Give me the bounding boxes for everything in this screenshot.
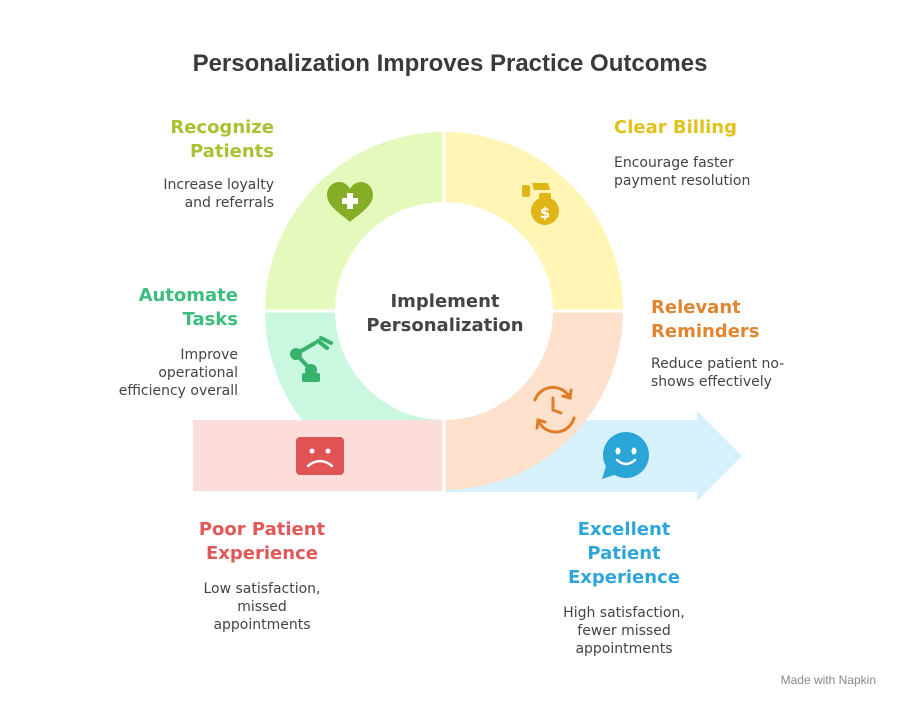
reminders-description: Reduce patient no-shows effectively xyxy=(651,356,785,390)
excellent-description: High satisfaction, fewer missed appointm… xyxy=(563,605,685,657)
refresh-clock-icon xyxy=(533,385,576,434)
segment-separators xyxy=(263,130,625,313)
billing-heading: Clear Billing xyxy=(614,117,737,138)
robot-arm-icon xyxy=(290,336,333,382)
excellent-heading: Excellent Patient Experience xyxy=(568,519,680,588)
segment-billing xyxy=(444,132,623,311)
poor-description: Low satisfaction, missed appointments xyxy=(203,581,321,633)
center-circle xyxy=(337,204,551,418)
segment-recognize xyxy=(265,132,444,311)
recognize-description: Increase loyalty and referrals xyxy=(163,177,274,211)
money-bag-icon: $ xyxy=(522,183,559,225)
automate-description: Improve operational efficiency overall xyxy=(118,347,238,399)
svg-text:$: $ xyxy=(540,204,550,222)
billing-description: Encourage faster payment resolution xyxy=(614,155,751,189)
diagram-title: Personalization Improves Practice Outcom… xyxy=(192,50,708,77)
center-label: Implement Personalization xyxy=(366,291,524,336)
automate-heading: Automate Tasks xyxy=(138,285,238,330)
recognize-heading: Recognize Patients xyxy=(170,117,274,162)
happy-chat-icon xyxy=(602,432,649,479)
heart-plus-icon xyxy=(327,182,373,222)
sad-face-icon xyxy=(296,437,344,475)
poor-heading: Poor Patient Experience xyxy=(198,519,326,564)
reminders-heading: Relevant Reminders xyxy=(651,297,760,342)
segment-reminders xyxy=(444,311,623,490)
napkin-watermark: Made with Napkin xyxy=(780,673,876,687)
